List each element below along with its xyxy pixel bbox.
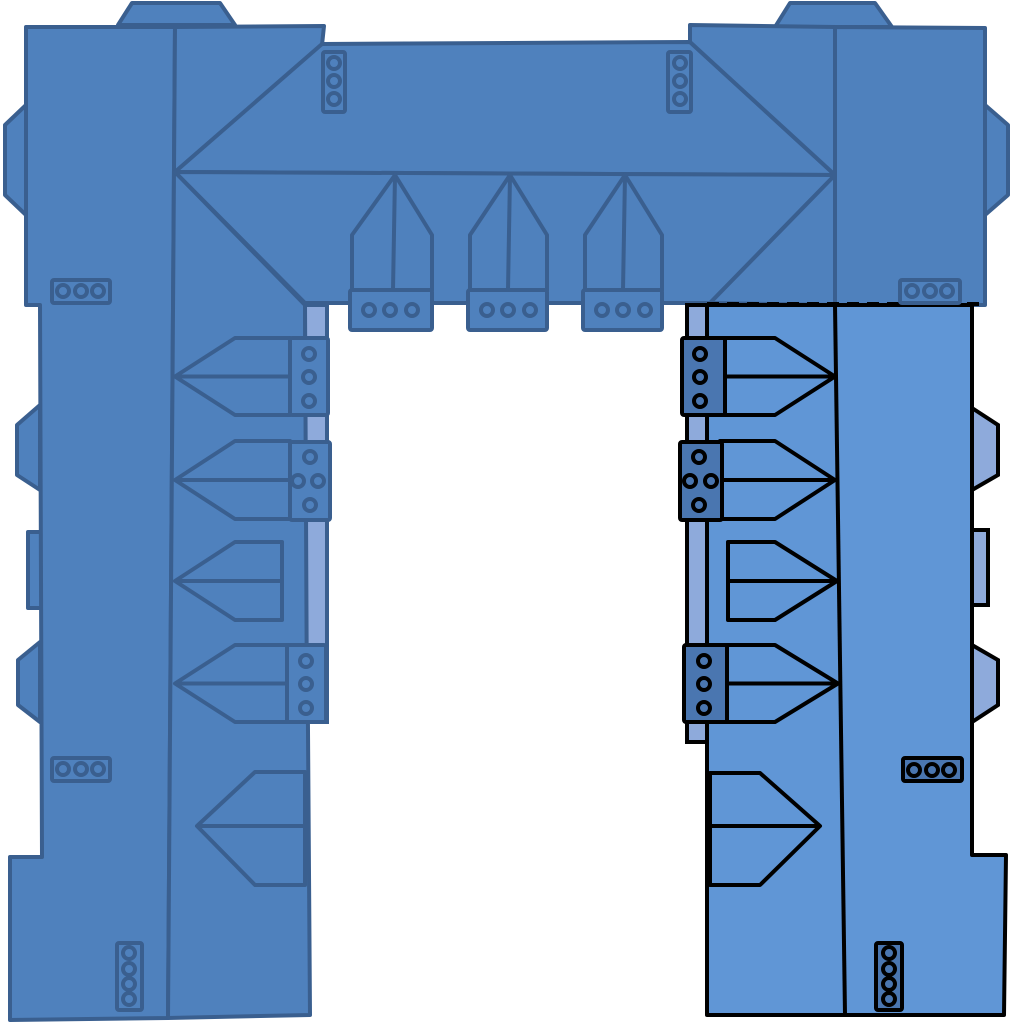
- right-bottom-arrow: [708, 771, 822, 887]
- bolt-icon: [326, 55, 342, 71]
- bolt-icon: [682, 473, 698, 489]
- bolt-icon: [121, 961, 137, 977]
- left-pillar-outer: [8, 25, 177, 1022]
- bolt-icon: [594, 302, 610, 318]
- bolt-icon: [696, 700, 712, 716]
- bolt-icon: [404, 302, 420, 318]
- bolt-icon: [637, 302, 653, 318]
- bolt-icon: [479, 302, 495, 318]
- bolt-icon: [615, 302, 631, 318]
- bolt-icon: [55, 761, 71, 777]
- bolt-icon: [361, 302, 377, 318]
- bolt-icon: [121, 945, 137, 961]
- bolt-icon: [522, 302, 538, 318]
- bolt-icon: [121, 976, 137, 992]
- bolt-icon: [55, 283, 71, 299]
- bolt-icon: [672, 91, 688, 107]
- bolt-plate: [678, 440, 724, 522]
- pendant-midline: [621, 174, 627, 291]
- bolt-plate: [348, 288, 434, 332]
- bolt-icon: [301, 369, 317, 385]
- right-side-nub-3: [970, 641, 1000, 726]
- bolt-icon: [692, 346, 708, 362]
- right-tower-outer: [833, 25, 987, 307]
- bolt-icon: [691, 497, 707, 513]
- bolt-icon: [691, 449, 707, 465]
- bolt-icon: [881, 991, 897, 1007]
- bolt-icon: [121, 991, 137, 1007]
- bolt-icon: [922, 283, 938, 299]
- bolt-icon: [906, 762, 922, 778]
- bolt-icon: [692, 369, 708, 385]
- bolt-icon: [696, 653, 712, 669]
- bolt-icon: [301, 393, 317, 409]
- bolt-plate: [581, 288, 664, 332]
- bolt-icon: [298, 653, 314, 669]
- left-side-nub-1: [15, 403, 42, 492]
- left-upper-side-nub: [3, 103, 28, 217]
- right-pillar-divider: [833, 304, 847, 1016]
- bolt-icon: [301, 346, 317, 362]
- bolt-icon: [73, 283, 89, 299]
- pendant-midline: [391, 174, 397, 291]
- bolt-icon: [881, 961, 897, 977]
- bolt-plate: [285, 643, 328, 724]
- bolt-icon: [326, 91, 342, 107]
- left-top-cap: [116, 1, 237, 27]
- bolt-plate: [466, 288, 549, 332]
- bolt-icon: [90, 761, 106, 777]
- right-upper-side-nub: [983, 103, 1010, 217]
- bolt-icon: [881, 976, 897, 992]
- right-side-nub-2: [970, 528, 990, 607]
- bolt-icon: [696, 676, 712, 692]
- bolt-icon: [326, 73, 342, 89]
- bolt-icon: [672, 73, 688, 89]
- pendant-midline: [506, 174, 512, 291]
- left-side-nub-3: [16, 640, 42, 724]
- bolt-icon: [500, 302, 516, 318]
- bolt-icon: [302, 449, 318, 465]
- bolt-icon: [73, 761, 89, 777]
- bolt-icon: [703, 473, 719, 489]
- bolt-plate: [682, 643, 729, 724]
- bolt-icon: [298, 700, 314, 716]
- bolt-icon: [881, 945, 897, 961]
- bolt-plate: [288, 336, 330, 417]
- right-top-cap: [773, 1, 894, 29]
- bolt-icon: [302, 497, 318, 513]
- bolt-icon: [382, 302, 398, 318]
- bolt-icon: [924, 762, 940, 778]
- bolt-icon: [904, 283, 920, 299]
- bolt-icon: [692, 393, 708, 409]
- bolt-icon: [941, 762, 957, 778]
- left-bottom-arrow: [195, 770, 307, 887]
- bolt-icon: [672, 55, 688, 71]
- bolt-icon: [310, 473, 326, 489]
- bolt-icon: [90, 283, 106, 299]
- bolt-icon: [298, 676, 314, 692]
- bolt-icon: [939, 283, 955, 299]
- right-side-nub-1: [970, 404, 1000, 494]
- bolt-icon: [290, 473, 306, 489]
